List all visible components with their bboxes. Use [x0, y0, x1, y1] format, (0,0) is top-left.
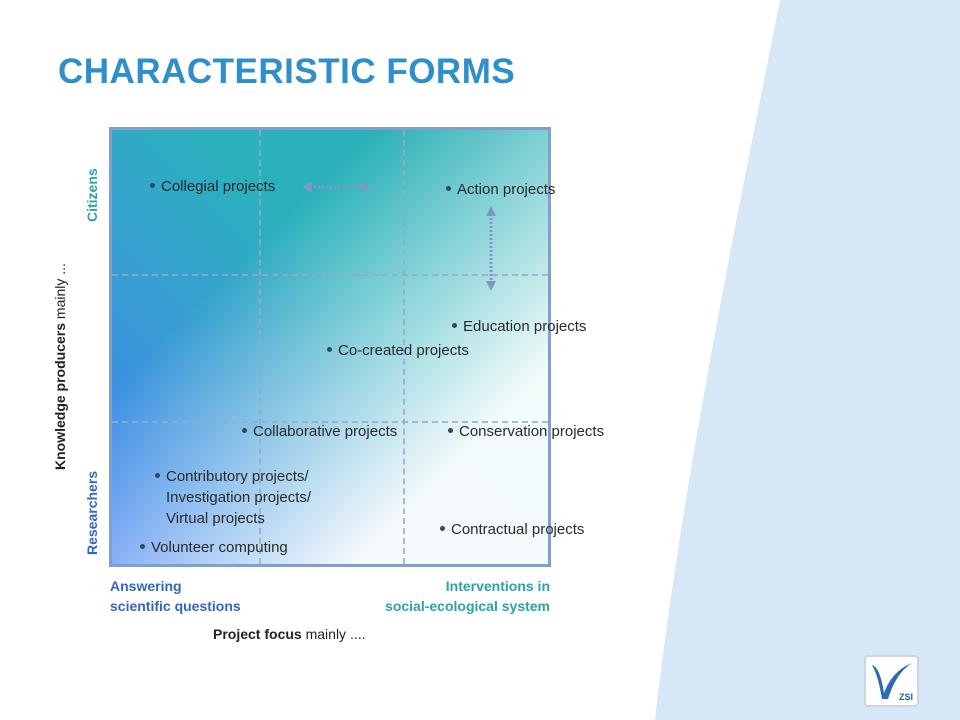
item-label-line: Contributory projects/: [155, 466, 311, 487]
grid-divider: [112, 421, 548, 423]
bullet-icon: [155, 472, 160, 478]
zsi-logo-icon: ZSI: [864, 655, 919, 707]
bullet-icon: [140, 543, 145, 549]
item-label: Collegial projects: [161, 178, 276, 195]
y-axis-low-label: Researchers: [84, 470, 100, 555]
y-axis-title-rest: mainly ...: [52, 263, 68, 323]
contractual-projects-item: Contractual projects: [440, 521, 584, 538]
conservation-projects-item: Conservation projects: [448, 423, 604, 440]
education-projects-item: Education projects: [452, 318, 586, 335]
item-label-line: Virtual projects: [166, 510, 265, 527]
item-label: Education projects: [463, 318, 587, 335]
volunteer-computing-item: Volunteer computing: [140, 539, 288, 556]
item-label: Contributory projects/: [166, 468, 309, 485]
logo-text: ZSI: [898, 692, 913, 702]
item-label: Collaborative projects: [253, 423, 398, 440]
collegial-projects-item: Collegial projects: [150, 178, 275, 195]
x-axis-high-line: social-ecological system: [385, 598, 550, 614]
x-axis-high-label: Interventions in social-ecological syste…: [366, 576, 550, 616]
x-axis-title-bold: Project focus: [213, 626, 302, 642]
item-label: Contractual projects: [451, 521, 585, 538]
item-label: Co-created projects: [338, 342, 469, 359]
co-created-projects-item: Co-created projects: [327, 342, 469, 359]
grid-divider: [259, 130, 261, 564]
x-axis-low-line: Answering: [110, 578, 182, 594]
bullet-icon: [327, 346, 332, 352]
item-label: Action projects: [457, 181, 556, 198]
y-axis-title-bold: Knowledge producers: [52, 322, 68, 470]
grid-divider: [112, 274, 548, 276]
bullet-icon: [440, 525, 445, 531]
logo-mark: [872, 663, 912, 699]
x-axis-title: Project focus mainly ....: [213, 626, 366, 642]
x-axis-title-rest: mainly ....: [301, 626, 366, 642]
y-axis-title: Knowledge producers mainly ...: [52, 263, 68, 470]
bullet-icon: [448, 427, 453, 433]
y-axis-high-label: Citizens: [84, 168, 100, 222]
project-forms-matrix: [109, 127, 551, 567]
item-label: Conservation projects: [459, 423, 605, 440]
x-axis-low-line: scientific questions: [110, 598, 241, 614]
item-label-line: Investigation projects/: [166, 489, 312, 506]
x-axis-high-line: Interventions in: [445, 578, 550, 594]
action-projects-item: Action projects: [446, 181, 555, 198]
contributory-projects-item: Contributory projects/ Investigation pro…: [155, 466, 311, 529]
bullet-icon: [446, 185, 451, 191]
x-axis-low-label: Answering scientific questions: [110, 576, 241, 616]
grid-divider: [403, 130, 405, 564]
bullet-icon: [452, 322, 457, 328]
item-label: Volunteer computing: [151, 539, 288, 556]
page-title: CHARACTERISTIC FORMS: [58, 52, 516, 91]
bullet-icon: [242, 427, 247, 433]
collaborative-projects-item: Collaborative projects: [242, 423, 397, 440]
bullet-icon: [150, 182, 155, 188]
